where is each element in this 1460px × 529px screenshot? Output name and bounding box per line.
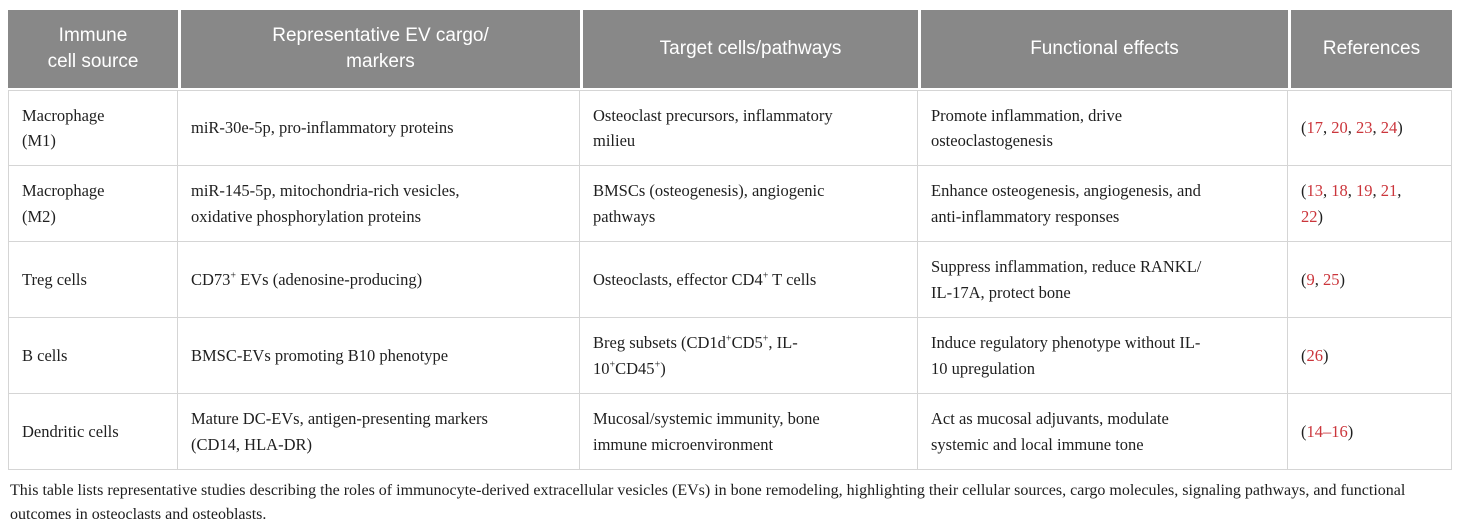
text-part: ( [1301, 181, 1307, 201]
cell-references: (9, 25) [1288, 242, 1452, 318]
text-part: ( [1301, 269, 1307, 289]
text-part: ) [660, 358, 666, 378]
text-part: ) [1397, 118, 1403, 138]
target-text: Osteoclasts, effector CD4+ T cells [593, 267, 816, 292]
text-part: , [1372, 181, 1381, 201]
reference-link[interactable]: 23 [1356, 118, 1373, 138]
cell-references: (13, 18, 19, 21, 22) [1288, 166, 1452, 242]
text-part: ( [1301, 118, 1307, 138]
superscript-plus: + [609, 359, 616, 370]
references-text: (13, 18, 19, 21, 22) [1301, 178, 1401, 228]
reference-link[interactable]: 22 [1301, 206, 1318, 226]
text-part: Osteoclasts, effector CD4 [593, 269, 763, 289]
cell-source: Macrophage (M1) [8, 90, 178, 166]
cell-source: Macrophage (M2) [8, 166, 178, 242]
cell-effects: Suppress inflammation, reduce RANKL/ IL-… [918, 242, 1288, 318]
reference-link[interactable]: 19 [1356, 181, 1373, 201]
table-header-row: Immune cell source Representative EV car… [8, 10, 1452, 88]
text-part: CD73 [191, 269, 231, 289]
superscript-plus: + [230, 270, 237, 282]
superscript-plus: + [762, 270, 769, 282]
text-part: ) [1323, 345, 1329, 365]
text-part: CD45 [615, 358, 655, 378]
reference-link[interactable]: 20 [1331, 118, 1348, 138]
cell-target: Osteoclast precursors, inflammatory mili… [580, 90, 918, 166]
column-header-ev-cargo-markers: Representative EV cargo/ markers [178, 10, 580, 88]
column-header-immune-cell-source: Immune cell source [8, 10, 178, 88]
cell-effects: Induce regulatory phenotype without IL- … [918, 318, 1288, 394]
table-row-treg-cells: Treg cells CD73+ EVs (adenosine-producin… [8, 242, 1452, 318]
table-footnote: This table lists representative studies … [10, 482, 1406, 523]
cell-source: B cells [8, 318, 178, 394]
table-row-b-cells: B cells BMSC-EVs promoting B10 phenotype… [8, 318, 1452, 394]
text-part: , [1323, 181, 1332, 201]
text-part: EVs (adenosine-producing) [236, 269, 423, 289]
reference-link[interactable]: 14–16 [1306, 421, 1348, 441]
reference-link[interactable]: 9 [1306, 269, 1315, 289]
cell-cargo: CD73+ EVs (adenosine-producing) [178, 242, 580, 318]
cell-target: BMSCs (osteogenesis), angiogenic pathway… [580, 166, 918, 242]
reference-link[interactable]: 17 [1306, 118, 1324, 138]
reference-link[interactable]: 26 [1306, 345, 1324, 365]
cell-target: Breg subsets (CD1d+CD5+, IL- 10+CD45+) [580, 318, 918, 394]
text-part: , [1347, 181, 1356, 201]
cell-target: Osteoclasts, effector CD4+ T cells [580, 242, 918, 318]
text-part: T cells [768, 269, 817, 289]
text-part: ) [1347, 421, 1354, 441]
cell-cargo: miR-30e-5p, pro-inflammatory proteins [178, 90, 580, 166]
references-text: (9, 25) [1301, 267, 1345, 292]
references-text: (26) [1301, 343, 1329, 368]
references-text: (14–16) [1301, 419, 1353, 444]
cell-cargo: Mature DC-EVs, antigen-presenting marker… [178, 394, 580, 470]
references-text: (17, 20, 23, 24) [1301, 115, 1403, 140]
superscript-plus: + [725, 333, 732, 345]
table-row-macrophage-m2: Macrophage (M2) miR-145-5p, mitochondria… [8, 166, 1452, 242]
text-part: , [1397, 181, 1402, 201]
text-part: , [1347, 118, 1356, 138]
table-body: Macrophage (M1) miR-30e-5p, pro-inflamma… [8, 90, 1452, 470]
cell-references: (26) [1288, 318, 1452, 394]
text-part: CD5 [731, 333, 763, 353]
cell-cargo: BMSC-EVs promoting B10 phenotype [178, 318, 580, 394]
table-row-dendritic-cells: Dendritic cells Mature DC-EVs, antigen-p… [8, 394, 1452, 470]
cell-effects: Enhance osteogenesis, angiogenesis, and … [918, 166, 1288, 242]
text-part: ) [1317, 206, 1324, 226]
immune-ev-table: Immune cell source Representative EV car… [8, 10, 1452, 470]
text-part: Breg subsets (CD1d [593, 333, 726, 353]
reference-link[interactable]: 21 [1380, 181, 1398, 201]
cell-source: Treg cells [8, 242, 178, 318]
reference-link[interactable]: 24 [1380, 118, 1398, 138]
column-header-target-cells-pathways: Target cells/pathways [580, 10, 918, 88]
reference-link[interactable]: 25 [1323, 269, 1340, 289]
cell-references: (14–16) [1288, 394, 1452, 470]
column-header-functional-effects: Functional effects [918, 10, 1288, 88]
cell-references: (17, 20, 23, 24) [1288, 90, 1452, 166]
text-part: , [1372, 118, 1381, 138]
cargo-text: CD73+ EVs (adenosine-producing) [191, 267, 422, 292]
reference-link[interactable]: 13 [1306, 181, 1324, 201]
text-part: ( [1301, 421, 1307, 441]
cell-cargo: miR-145-5p, mitochondria-rich vesicles, … [178, 166, 580, 242]
text-part: , [1314, 269, 1323, 289]
cell-target: Mucosal/systemic immunity, bone immune m… [580, 394, 918, 470]
superscript-plus: + [654, 359, 661, 370]
cell-effects: Act as mucosal adjuvants, modulate syste… [918, 394, 1288, 470]
text-part: ) [1339, 269, 1346, 289]
cell-source: Dendritic cells [8, 394, 178, 470]
text-part: , IL- 10 [593, 333, 798, 378]
text-part: , [1323, 118, 1332, 138]
superscript-plus: + [762, 333, 769, 345]
column-header-references: References [1288, 10, 1452, 88]
text-part: ( [1301, 345, 1307, 365]
table-row-macrophage-m1: Macrophage (M1) miR-30e-5p, pro-inflamma… [8, 90, 1452, 166]
reference-link[interactable]: 18 [1331, 181, 1348, 201]
cell-effects: Promote inflammation, drive osteoclastog… [918, 90, 1288, 166]
target-text: Breg subsets (CD1d+CD5+, IL- 10+CD45+) [593, 330, 798, 380]
